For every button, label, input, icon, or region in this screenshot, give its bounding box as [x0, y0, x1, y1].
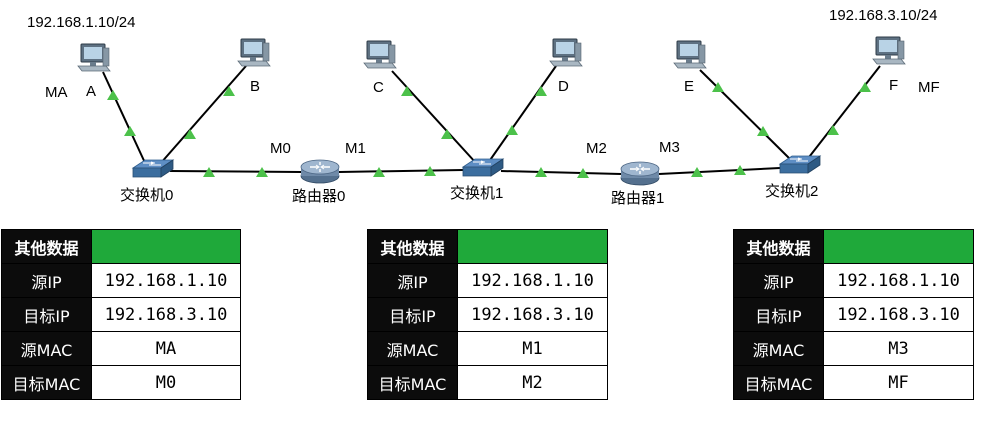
host-a-label: A: [86, 83, 96, 100]
row-value: 192.168.3.10: [91, 297, 241, 332]
table-header-label: 其他数据: [1, 229, 92, 264]
mac-label-m1: M1: [345, 140, 366, 157]
router-0[interactable]: [300, 159, 340, 184]
link-r0-sw1: [338, 169, 464, 173]
row-value: M0: [91, 365, 241, 400]
host-f-label: F: [889, 77, 898, 94]
link-status-marker: [859, 82, 871, 92]
host-c[interactable]: [363, 40, 397, 69]
table-header-fill: [823, 229, 974, 264]
link-status-marker: [223, 86, 235, 96]
row-value: 192.168.1.10: [91, 263, 241, 298]
link-status-marker: [691, 167, 703, 177]
row-key: 源MAC: [733, 331, 824, 366]
ma-ip-label: 192.168.1.10/24: [27, 14, 135, 31]
switch-2[interactable]: [779, 155, 821, 174]
row-value: 192.168.3.10: [823, 297, 974, 332]
link-r1-sw2: [658, 167, 781, 175]
mac-label-m2: M2: [586, 140, 607, 157]
link-status-marker: [401, 86, 413, 96]
row-key: 源IP: [1, 263, 92, 298]
row-value: M3: [823, 331, 974, 366]
mac-label-ma: MA: [45, 84, 68, 101]
link-status-marker: [757, 126, 769, 136]
mac-label-m0: M0: [270, 140, 291, 157]
link-status-marker: [535, 167, 547, 177]
link-status-marker: [424, 166, 436, 176]
link-b-sw0: [159, 65, 247, 165]
link-status-marker: [535, 86, 547, 96]
link-status-marker: [124, 126, 136, 136]
network-topology-diagram: 192.168.1.10/24 192.168.3.10/24 A B C D …: [27, 7, 940, 207]
link-sw1-r1: [500, 170, 622, 175]
row-key: 源MAC: [367, 331, 458, 366]
link-status-marker: [256, 167, 268, 177]
host-d-label: D: [558, 78, 569, 95]
link-e-sw2: [699, 69, 793, 162]
row-value: MA: [91, 331, 241, 366]
row-key: 目标IP: [367, 297, 458, 332]
packet-table-1: 其他数据 源IP 192.168.1.10 目标IP 192.168.3.10 …: [1, 229, 241, 400]
link-d-sw1: [487, 65, 557, 164]
table-header-fill: [91, 229, 241, 264]
link-status-marker: [577, 168, 589, 178]
packet-table-3: 其他数据 源IP 192.168.1.10 目标IP 192.168.3.10 …: [733, 229, 974, 400]
link-status-marker: [373, 167, 385, 177]
switch-0-label: 交换机0: [120, 186, 173, 204]
packet-table-2: 其他数据 源IP 192.168.1.10 目标IP 192.168.3.10 …: [367, 229, 608, 400]
row-key: 目标MAC: [367, 365, 458, 400]
row-key: 目标IP: [733, 297, 824, 332]
host-e-label: E: [684, 78, 694, 95]
host-c-label: C: [373, 79, 384, 96]
mac-label-m3: M3: [659, 139, 680, 156]
row-value: MF: [823, 365, 974, 400]
link-status-marker: [506, 125, 518, 135]
table-header-fill: [457, 229, 608, 264]
link-status-marker: [734, 165, 746, 175]
row-value: 192.168.1.10: [823, 263, 974, 298]
row-key: 源IP: [733, 263, 824, 298]
row-value: M2: [457, 365, 608, 400]
row-value: 192.168.1.10: [457, 263, 608, 298]
link-c-sw1: [391, 70, 477, 164]
host-b-label: B: [250, 78, 260, 95]
host-a[interactable]: [77, 43, 111, 72]
router-1-label: 路由器1: [611, 190, 664, 207]
switch-0[interactable]: [132, 159, 174, 178]
host-f[interactable]: [872, 36, 906, 65]
table-header-label: 其他数据: [733, 229, 824, 264]
host-e[interactable]: [673, 40, 707, 69]
link-status-marker: [827, 125, 839, 135]
row-key: 目标MAC: [733, 365, 824, 400]
row-value: 192.168.3.10: [457, 297, 608, 332]
link-sw0-r0: [169, 170, 302, 173]
host-b[interactable]: [237, 38, 271, 67]
row-key: 源MAC: [1, 331, 92, 366]
row-key: 目标IP: [1, 297, 92, 332]
link-status-marker: [441, 129, 453, 139]
link-status-marker: [184, 129, 196, 139]
link-f-sw2: [805, 65, 881, 162]
row-value: M1: [457, 331, 608, 366]
link-status-marker: [107, 90, 119, 100]
switch-1-label: 交换机1: [450, 184, 503, 202]
table-header-label: 其他数据: [367, 229, 458, 264]
row-key: 目标MAC: [1, 365, 92, 400]
host-d[interactable]: [549, 38, 583, 67]
switch-1[interactable]: [462, 158, 504, 177]
mf-ip-label: 192.168.3.10/24: [829, 7, 937, 24]
router-0-label: 路由器0: [292, 188, 345, 205]
row-key: 源IP: [367, 263, 458, 298]
mac-label-mf: MF: [918, 79, 940, 96]
link-status-marker: [712, 82, 724, 92]
router-1[interactable]: [620, 161, 660, 186]
link-a-sw0: [102, 71, 147, 166]
switch-2-label: 交换机2: [765, 182, 818, 200]
link-status-marker: [203, 167, 215, 177]
